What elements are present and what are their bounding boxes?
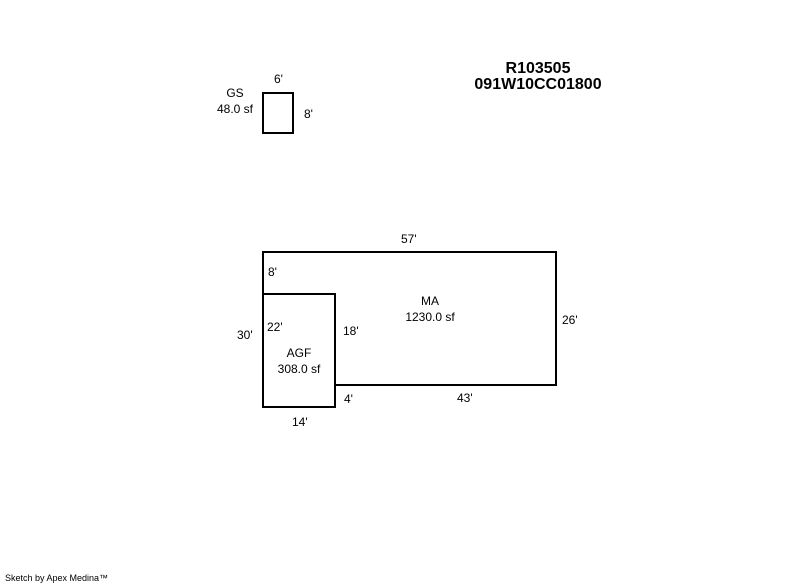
ma-label: MA 1230.0 sf (390, 293, 470, 325)
ma-code: MA (421, 294, 439, 308)
ma-dim-top: 57' (401, 232, 417, 246)
ma-dim-right: 26' (562, 313, 578, 327)
agf-dim-bottom: 14' (292, 415, 308, 429)
gs-label: GS 48.0 sf (195, 85, 275, 117)
ma-dim-inner-right: 18' (343, 324, 359, 338)
agf-dim-left: 30' (237, 328, 253, 342)
gs-area: 48.0 sf (216, 102, 254, 116)
gs-code: GS (226, 86, 244, 100)
gs-dim-right: 8' (304, 107, 313, 121)
map-number: 091W10CC01800 (474, 76, 602, 93)
ma-area: 1230.0 sf (405, 310, 455, 324)
agf-area: 308.0 sf (277, 362, 321, 376)
gs-outline (262, 92, 294, 134)
agf-dim-inner: 22' (267, 320, 283, 334)
agf-outline (262, 293, 336, 408)
ma-dim-bottom: 43' (457, 391, 473, 405)
ma-dim-left-top: 8' (268, 265, 277, 279)
ma-dim-step: 4' (344, 392, 353, 406)
gs-dim-top: 6' (274, 72, 283, 86)
agf-label: AGF 308.0 sf (259, 345, 339, 377)
footer-credit: Sketch by Apex Medina™ (5, 573, 109, 583)
parcel-id: R103505 (505, 60, 571, 77)
agf-code: AGF (286, 346, 312, 360)
